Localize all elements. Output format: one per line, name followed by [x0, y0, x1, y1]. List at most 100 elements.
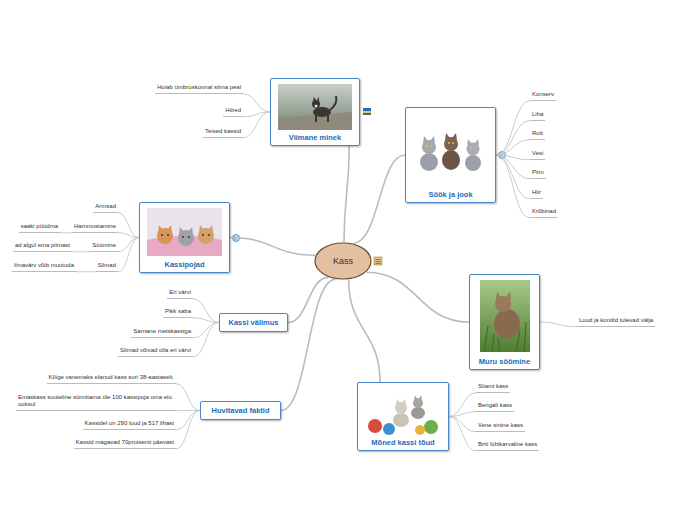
- subtopic-text: Vene sinine kass: [478, 422, 523, 428]
- connector: [449, 393, 476, 417]
- subtopic: Kassidel on 290 luud ja 517 lihast: [83, 420, 176, 430]
- subtopic: Luud ja kondid tulevad välja: [577, 317, 655, 327]
- subtopic-text: Rott: [532, 130, 543, 136]
- subtopic-text: Eri värvi: [169, 289, 191, 295]
- subtopic: Söömine: [90, 242, 118, 252]
- subtopic: Armsad: [93, 203, 118, 213]
- subtopic-text: Hiir: [532, 189, 541, 195]
- connector: [496, 155, 530, 199]
- subtopic: Pikk saba: [163, 308, 193, 318]
- connector: [449, 417, 476, 432]
- subtopic: Liha: [530, 111, 545, 121]
- subtopic: Rott: [530, 130, 545, 140]
- subtopic: ad algul ema piimast: [13, 242, 72, 252]
- kittens-photo: [147, 208, 222, 256]
- connector: [230, 238, 315, 256]
- topic-title: Kassi välimus: [224, 318, 282, 327]
- connector: [76, 271, 96, 272]
- subtopic-text: Emaskass suuteline sünnitama üle 100 kas…: [18, 394, 172, 408]
- subtopic: Eri värvi: [167, 289, 193, 299]
- subtopic: Kõige vanemaks elanud kass suri 38-aasta…: [47, 374, 176, 384]
- subtopic: Sarnane metskassiga: [131, 328, 193, 338]
- connector: [193, 323, 219, 357]
- connector: [193, 318, 219, 323]
- topic-box: Söök ja jook: [405, 107, 496, 203]
- connector: [243, 94, 270, 112]
- subtopic-text: Krõbinad: [532, 208, 556, 214]
- connector: [193, 299, 219, 323]
- subtopic: Konserv: [530, 91, 556, 101]
- subtopic: Vene sinine kass: [476, 422, 525, 432]
- topic-box: Viimane minek: [270, 78, 360, 146]
- connector: [176, 411, 200, 449]
- subtopic-text: Pikk saba: [165, 308, 191, 314]
- connector: [496, 140, 530, 155]
- subtopic: ilmavärv võib muutuda: [12, 262, 76, 272]
- subtopic: Silmad võivad olla eri värvi: [118, 347, 193, 357]
- subtopic: Krõbinad: [530, 208, 558, 218]
- connector: [449, 417, 476, 451]
- connector: [118, 238, 139, 252]
- ellipse: [315, 243, 371, 279]
- subtopic-text: Siiami kass: [478, 383, 508, 389]
- connector: [243, 112, 270, 138]
- subtopic-text: ilmavärv võib muutuda: [14, 262, 74, 268]
- connector: [176, 384, 200, 411]
- subtopic-text: Konserv: [532, 91, 554, 97]
- topic-title: Söök ja jook: [424, 190, 476, 199]
- notes-icon: [374, 257, 382, 265]
- connector: [344, 146, 349, 242]
- topic-box: Mõned kassi tõud: [357, 382, 449, 451]
- subtopic-text: Sarnane metskassiga: [133, 328, 191, 334]
- subtopic-text: Piim: [532, 169, 544, 175]
- topic-box: Huvitavad faktid: [200, 401, 281, 420]
- connector: [496, 155, 530, 179]
- subtopic: Piim: [530, 169, 546, 179]
- kittens-with-yarn-photo: [365, 388, 441, 436]
- subtopic-text: Hoiab ümbruskonnal silma peal: [157, 84, 241, 90]
- subtopic: Briti lühikarvaline kass: [476, 441, 539, 451]
- connector: [118, 233, 139, 238]
- subtopic: Silmad: [96, 262, 118, 272]
- connector: [176, 411, 200, 430]
- subtopic-text: Briti lühikarvaline kass: [478, 441, 537, 447]
- topic-box: Kassi välimus: [219, 313, 288, 332]
- connector: [353, 155, 405, 243]
- subtopic: Hiired: [223, 107, 243, 117]
- connector: [118, 213, 139, 238]
- topic-title: Viimane minek: [285, 133, 345, 142]
- subtopic-text: Luud ja kondid tulevad välja: [579, 317, 653, 323]
- subtopic: Emaskass suuteline sünnitama üle 100 kas…: [16, 394, 176, 411]
- subtopic: Kassid magavad 70protsenti päevast: [74, 439, 176, 449]
- connector: [281, 279, 335, 410]
- subtopic: Bengali kass: [476, 402, 514, 412]
- connector: [496, 155, 530, 218]
- topic-title: Muru söömine: [475, 357, 534, 366]
- subtopic-text: Teised kassid: [205, 128, 241, 134]
- three-cats-photo: [415, 127, 486, 173]
- topic-title: Huvitavad faktid: [208, 406, 274, 415]
- flag-icon: [363, 108, 371, 115]
- connector: [60, 232, 72, 233]
- central-topic: Kass: [314, 242, 372, 280]
- connector: [496, 121, 530, 155]
- connector: [118, 238, 139, 272]
- connector: [540, 322, 577, 327]
- subtopic: saaki püüdma: [19, 223, 60, 233]
- subtopic: Hoiab ümbruskonnal silma peal: [155, 84, 243, 94]
- subtopic: Teised kassid: [203, 128, 243, 138]
- topic-box: Kassipojad: [139, 202, 230, 273]
- connector: [366, 272, 469, 322]
- subtopic-text: Armsad: [95, 203, 116, 209]
- subtopic: Siiami kass: [476, 383, 510, 393]
- subtopic: Vesi: [530, 150, 545, 160]
- connector: [449, 412, 476, 417]
- subtopic-text: Silmad: [98, 262, 116, 268]
- cat-walking-photo: [278, 84, 352, 130]
- subtopic-text: Kassidel on 290 luud ja 517 lihast: [85, 420, 174, 426]
- subtopic-text: Silmad võivad olla eri värvi: [120, 347, 191, 353]
- subtopic: Hiir: [530, 189, 543, 199]
- subtopic-text: Bengali kass: [478, 402, 512, 408]
- topic-title: Kass: [333, 256, 353, 266]
